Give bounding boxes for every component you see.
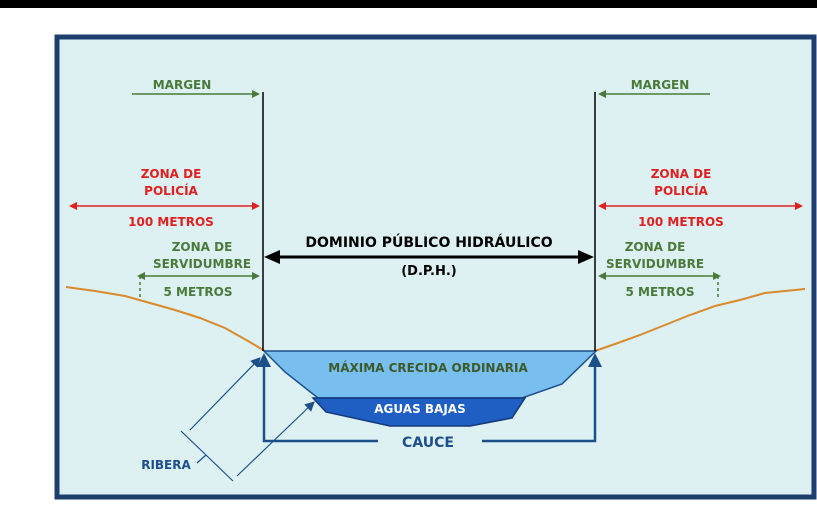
public-domain-label: DOMINIO PÚBLICO HIDRÁULICO xyxy=(305,233,552,251)
public-domain-abbr: (D.P.H.) xyxy=(401,264,457,279)
margin-label-left: MARGEN xyxy=(153,78,212,92)
low-water-label: AGUAS BAJAS xyxy=(374,402,465,416)
channel-label: CAUCE xyxy=(402,435,454,451)
servitude-label-left-2: SERVIDUMBRE xyxy=(153,257,251,271)
servitude-distance-right: 5 METROS xyxy=(626,285,695,299)
police-zone-label-left-2: POLICÍA xyxy=(144,183,198,198)
ground-line-right xyxy=(594,288,806,352)
ribera-arrow-top xyxy=(189,357,261,431)
top-bar xyxy=(0,0,817,8)
channel-arrowhead-right xyxy=(588,353,602,367)
ribera-pointer xyxy=(196,454,207,464)
police-zone-distance-right: 100 METROS xyxy=(638,215,724,229)
servitude-label-left-1: ZONA DE xyxy=(172,240,233,254)
ground-line-left xyxy=(65,286,266,352)
police-zone-label-right-2: POLICÍA xyxy=(654,183,708,198)
police-zone-distance-left: 100 METROS xyxy=(128,215,214,229)
channel-bracket-left xyxy=(262,362,378,443)
servitude-distance-left: 5 METROS xyxy=(164,285,233,299)
ribera-arrow-bottom xyxy=(236,401,315,477)
police-zone-label-right-1: ZONA DE xyxy=(651,167,712,181)
bank-label: RIBERA xyxy=(141,458,191,472)
max-flood-label: MÁXIMA CRECIDA ORDINARIA xyxy=(328,360,528,375)
police-zone-label-left-1: ZONA DE xyxy=(141,167,202,181)
servitude-label-right-2: SERVIDUMBRE xyxy=(606,257,704,271)
ribera-baseline xyxy=(180,430,234,482)
low-water xyxy=(311,397,527,427)
servitude-label-right-1: ZONA DE xyxy=(625,240,686,254)
channel-bracket-right xyxy=(482,362,597,443)
margin-label-right: MARGEN xyxy=(631,78,690,92)
